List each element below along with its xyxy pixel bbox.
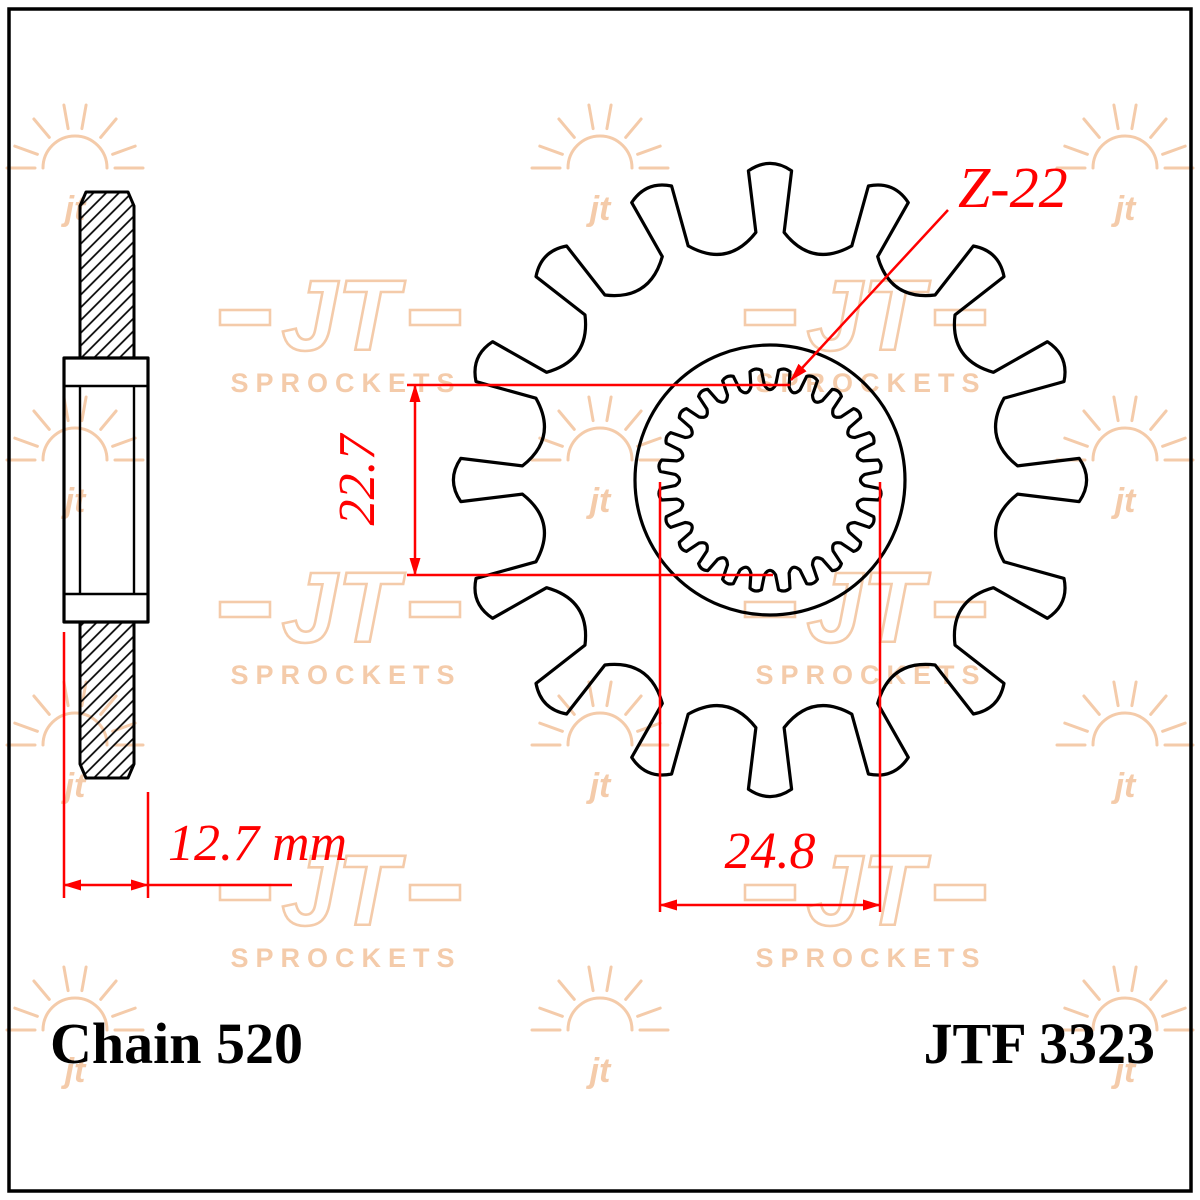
part-number-label: JTF 3323: [924, 1011, 1155, 1076]
dimension-label-spline-inner: 22.7: [329, 433, 386, 526]
dimension-spline-inner: 22.7: [329, 383, 790, 577]
dimension-width: 12.7 mm: [62, 632, 347, 898]
shaft-top-section: [78, 190, 136, 360]
hub-flange: [62, 356, 150, 624]
dimension-label-spline-outer: 24.8: [725, 823, 816, 880]
hub-circle: [633, 343, 907, 617]
border-frame: [7, 7, 1193, 1193]
leader-line: [790, 209, 949, 381]
teeth-callout: Z-22: [790, 155, 1068, 381]
sprocket-teeth-outline: [451, 161, 1089, 799]
teeth-callout-label: Z-22: [958, 155, 1068, 220]
shaft-bottom-section: [78, 620, 136, 780]
chain-size-label: Chain 520: [50, 1011, 303, 1076]
side-view: [62, 190, 150, 780]
dimension-label-width: 12.7 mm: [168, 815, 347, 872]
dimension-spline-outer: 24.8: [658, 482, 882, 912]
